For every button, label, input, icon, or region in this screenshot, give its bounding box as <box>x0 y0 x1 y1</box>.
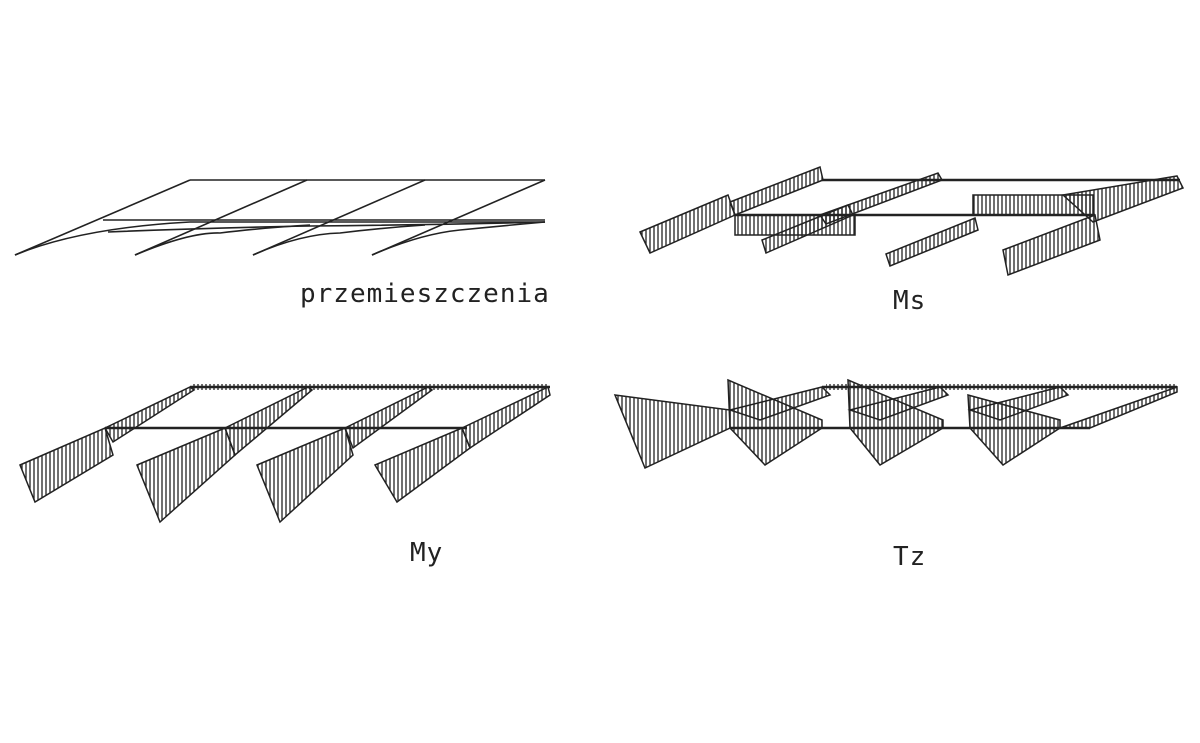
my-triangle <box>103 386 196 444</box>
undeformed-grid <box>14 179 546 256</box>
ms-panel: Ms <box>638 165 1185 316</box>
my-panel: My <box>19 384 551 568</box>
tz-shape <box>727 386 832 421</box>
tz-shape <box>847 386 950 421</box>
ms-label: Ms <box>893 286 926 316</box>
my-triangle <box>344 386 434 450</box>
ms-diagram-bands <box>638 165 1185 277</box>
ms-band <box>885 216 979 267</box>
tz-diagram-shapes <box>613 378 1178 470</box>
tz-panel: Tz <box>613 378 1178 572</box>
deformed-shape <box>14 221 546 256</box>
my-triangle <box>224 386 314 457</box>
ms-band <box>729 165 824 216</box>
tz-frame-hatch <box>826 384 1176 390</box>
ms-band <box>1002 213 1101 277</box>
tz-shape <box>1059 385 1178 429</box>
tz-shape <box>613 394 731 470</box>
displacement-label: przemieszczenia <box>300 279 550 309</box>
tz-shape <box>967 386 1070 421</box>
ms-rect <box>972 194 1094 216</box>
tz-shape <box>727 378 823 466</box>
my-triangle <box>256 426 354 524</box>
my-triangle <box>136 427 236 524</box>
ms-rect <box>734 214 856 236</box>
ms-band <box>638 193 736 254</box>
my-triangle <box>19 426 114 504</box>
my-triangle <box>461 385 551 450</box>
tz-label: Tz <box>893 542 926 572</box>
my-triangle <box>373 427 471 504</box>
displacement-panel: przemieszczenia <box>14 179 550 309</box>
tz-shape <box>847 378 944 466</box>
my-frame-hatch <box>192 384 548 390</box>
my-diagram-triangles <box>19 384 551 524</box>
my-label: My <box>410 538 443 568</box>
